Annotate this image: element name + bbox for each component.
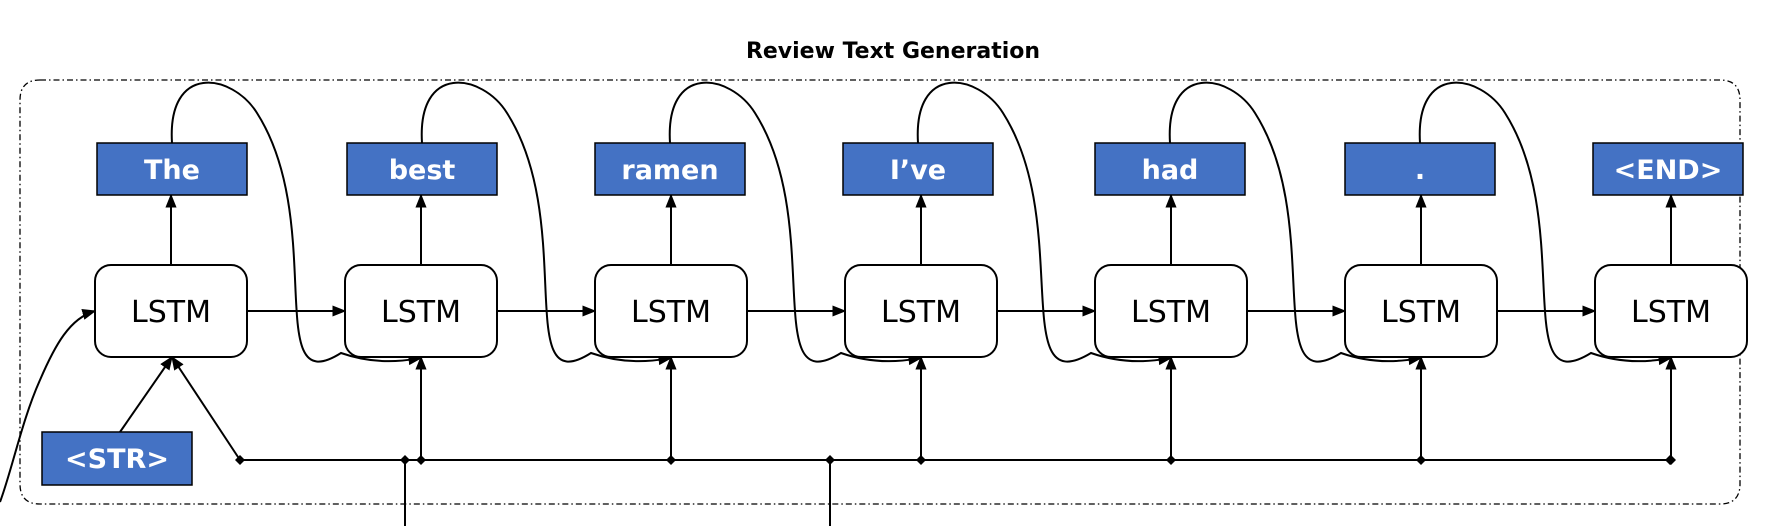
review-generation-frame xyxy=(19,79,1741,505)
lstm-cell-2: LSTM xyxy=(594,264,748,358)
output-token-box-3 xyxy=(842,142,994,196)
external-input-curve xyxy=(0,309,97,503)
token-feedback-loop-3 xyxy=(916,81,1173,366)
lstm-cell-box-6 xyxy=(1594,264,1748,358)
lstm-cell-box-3 xyxy=(844,264,998,358)
lstm-cell-3: LSTM xyxy=(844,264,998,358)
output-token-label-3: I’ve xyxy=(890,155,946,186)
bus-junction-dot-feed-1 xyxy=(400,455,410,465)
lstm-cell-4: LSTM xyxy=(1094,264,1248,358)
output-token-4: had xyxy=(1094,142,1246,196)
output-token-label-0: The xyxy=(144,155,200,186)
bus-junction-dot-3 xyxy=(916,455,926,465)
lstm-cell-box-1 xyxy=(344,264,498,358)
output-token-box-4 xyxy=(1094,142,1246,196)
lstm-cell-box-2 xyxy=(594,264,748,358)
output-token-1: best xyxy=(346,142,498,196)
token-feedback-loop-1 xyxy=(420,81,673,366)
output-token-label-6: <END> xyxy=(1614,155,1723,186)
start-token-box xyxy=(41,431,193,486)
token-feedback-loop-4 xyxy=(1168,81,1423,366)
output-token-label-4: had xyxy=(1142,155,1199,186)
token-feedback-loop-0 xyxy=(170,81,423,366)
output-token-label-2: ramen xyxy=(621,155,718,186)
output-token-label-1: best xyxy=(389,155,456,186)
lstm-cell-label-0: LSTM xyxy=(131,295,211,330)
bus-junction-dot-4 xyxy=(1166,455,1176,465)
diagram-title: Review Text Generation xyxy=(746,39,1040,64)
output-token-6: <END> xyxy=(1592,142,1744,196)
start-token-label: <STR> xyxy=(65,444,169,475)
bus-junction-dot-5 xyxy=(1416,455,1426,465)
bus-junction-dot-1 xyxy=(416,455,426,465)
bus-junction-dot-end xyxy=(1665,455,1675,465)
connections-layer xyxy=(0,81,1677,526)
token-feedback-loop-2 xyxy=(668,81,923,366)
output-token-box-6 xyxy=(1592,142,1744,196)
lstm-cell-label-6: LSTM xyxy=(1631,295,1711,330)
start-token: <STR> xyxy=(41,431,193,486)
lstm-cell-label-2: LSTM xyxy=(631,295,711,330)
bus-to-first-lstm-arrow xyxy=(171,355,241,461)
output-token-box-1 xyxy=(346,142,498,196)
lstm-cell-box-0 xyxy=(94,264,248,358)
lstm-cell-box-4 xyxy=(1094,264,1248,358)
output-token-2: ramen xyxy=(594,142,746,196)
lstm-cell-0: LSTM xyxy=(94,264,248,358)
bus-junction-dot-feed-2 xyxy=(825,455,835,465)
output-token-box-0 xyxy=(96,142,248,196)
bus-junction-dot-2 xyxy=(666,455,676,465)
lstm-cell-6: LSTM xyxy=(1594,264,1748,358)
lstm-cell-1: LSTM xyxy=(344,264,498,358)
lstm-cell-label-1: LSTM xyxy=(381,295,461,330)
output-token-box-5 xyxy=(1344,142,1496,196)
token-feedback-loop-5 xyxy=(1418,81,1673,366)
lstm-cell-label-5: LSTM xyxy=(1381,295,1461,330)
output-token-0: The xyxy=(96,142,248,196)
output-token-box-2 xyxy=(594,142,746,196)
lstm-cell-label-3: LSTM xyxy=(881,295,961,330)
lstm-cell-5: LSTM xyxy=(1344,264,1498,358)
start-token-to-lstm-arrow xyxy=(119,355,173,433)
output-token-5: . xyxy=(1344,142,1496,196)
output-token-3: I’ve xyxy=(842,142,994,196)
lstm-cell-box-5 xyxy=(1344,264,1498,358)
bus-junction-dot-0 xyxy=(235,455,245,465)
output-token-label-5: . xyxy=(1415,155,1425,186)
lstm-cell-label-4: LSTM xyxy=(1131,295,1211,330)
